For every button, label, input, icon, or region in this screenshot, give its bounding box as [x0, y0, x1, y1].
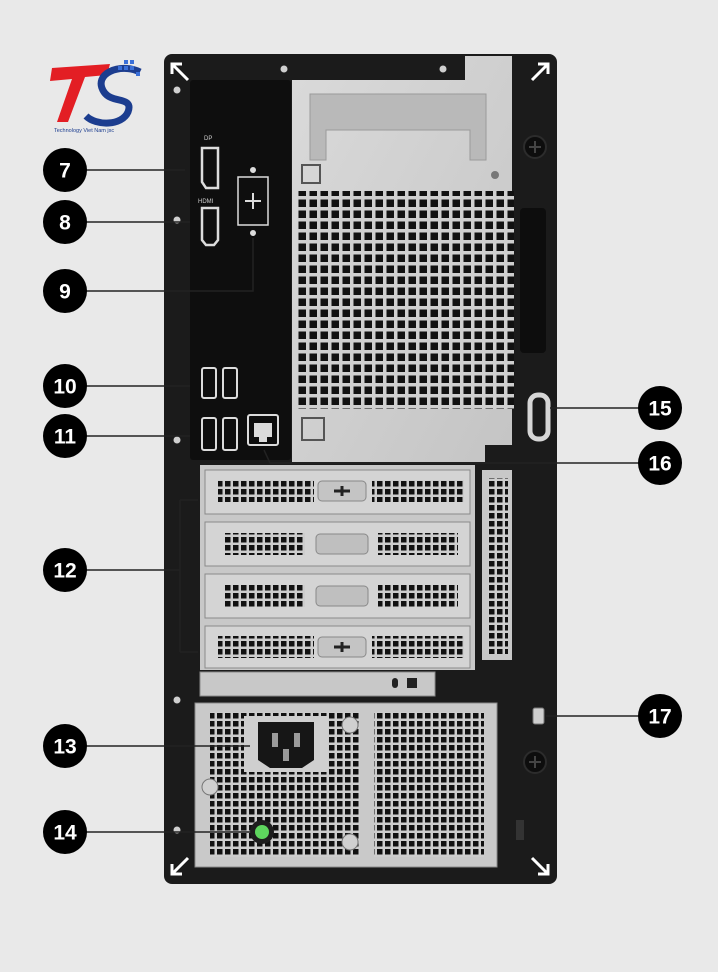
fan-screw — [491, 171, 499, 179]
expansion-slot-2 — [204, 521, 471, 567]
callout-14: 14 — [43, 810, 87, 854]
usb3-ports — [201, 417, 238, 451]
chassis-mark — [301, 417, 325, 441]
io-panel — [190, 80, 291, 460]
expansion-slot-4 — [204, 625, 471, 669]
callout-label-13: 13 — [53, 736, 76, 759]
callout-label-7: 7 — [59, 160, 71, 183]
callout-label-9: 9 — [59, 281, 71, 304]
security-cable-slot — [532, 707, 545, 725]
callout-13: 13 — [43, 724, 87, 768]
callout-label-12: 12 — [53, 560, 76, 583]
callout-label-16: 16 — [648, 453, 671, 476]
callout-16: 16 — [638, 441, 682, 485]
callout-label-17: 17 — [648, 706, 671, 729]
power-connector-pins — [272, 733, 300, 761]
hdmi-port-label: HDMI — [198, 199, 214, 205]
thumbscrew-bottom — [523, 750, 547, 774]
power-connector — [258, 722, 314, 768]
retention-hole — [407, 678, 417, 688]
dp-port-label: DP — [204, 136, 212, 142]
callout-17: 17 — [638, 694, 682, 738]
logo-tagline: Technology Viet Nam jsc — [54, 128, 114, 134]
fan-vent-grille — [298, 191, 514, 409]
side-handle — [520, 208, 546, 353]
callout-7: 7 — [43, 148, 87, 192]
leader-lines — [86, 169, 640, 833]
callout-label-15: 15 — [648, 398, 672, 421]
callout-label-14: 14 — [53, 822, 77, 845]
retention-slot — [392, 678, 398, 688]
displayport-port: DP — [200, 136, 220, 190]
callout-11: 11 — [43, 414, 87, 458]
usb2-ports — [201, 367, 238, 399]
padlock-ring — [527, 392, 551, 442]
fan-clip — [301, 164, 321, 184]
callout-8: 8 — [43, 200, 87, 244]
ethernet-port — [247, 414, 279, 446]
psu-screw-top — [341, 716, 359, 734]
callout-15: 15 — [638, 386, 682, 430]
callout-10: 10 — [43, 364, 87, 408]
hdmi-port: HDMI — [198, 199, 220, 247]
expansion-slot-3 — [204, 573, 471, 619]
fan-handle — [309, 93, 487, 161]
callout-label-10: 10 — [53, 376, 76, 399]
psu-screw-left — [201, 778, 219, 796]
corner-marks — [170, 62, 550, 876]
expansion-slot-1 — [204, 469, 471, 515]
callout-9: 9 — [43, 269, 87, 313]
thumbscrew-top — [523, 135, 547, 159]
psu-screw-bottom — [341, 833, 359, 851]
callout-label-8: 8 — [59, 212, 71, 235]
psu-diagnostic-led — [250, 820, 274, 844]
callout-label-11: 11 — [54, 426, 77, 449]
callout-12: 12 — [43, 548, 87, 592]
foot-tab — [516, 820, 524, 840]
optional-video-port — [237, 167, 269, 236]
side-vent-grille — [488, 478, 508, 654]
psu-vent-right — [374, 712, 484, 857]
brand-logo: Technology Viet Nam jsc — [50, 60, 142, 134]
card-retention-bar — [199, 671, 436, 697]
